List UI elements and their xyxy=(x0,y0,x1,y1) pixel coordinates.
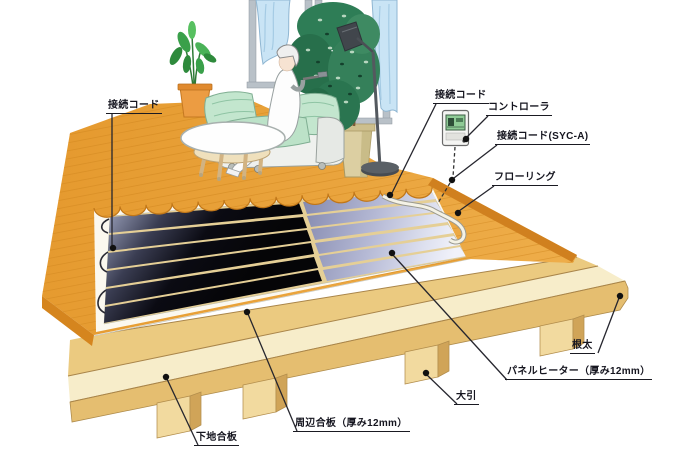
flooring-wavy-edge xyxy=(93,187,433,218)
syc-a-cord xyxy=(381,193,467,245)
label-controller: コントローラ xyxy=(486,102,552,116)
label-joist: 根太 xyxy=(570,340,595,354)
floor-lamp xyxy=(336,21,399,177)
room-scene xyxy=(169,0,399,181)
label-sleeper-beam: 大引 xyxy=(454,391,479,405)
flooring-surface xyxy=(42,100,577,335)
controller-dashed-line xyxy=(437,146,456,204)
sleeper-beams xyxy=(156,314,585,439)
base-plywood-layer xyxy=(68,266,625,402)
flooring-left-side-face xyxy=(42,296,94,346)
leader-dots xyxy=(109,135,624,381)
perimeter-plywood-layer xyxy=(68,257,598,376)
potted-plant xyxy=(169,21,217,118)
flooring-step-edge xyxy=(428,178,577,262)
heater-panels-left xyxy=(104,203,322,323)
label-flooring: フローリング xyxy=(492,172,558,186)
panel-connector-cords xyxy=(97,218,110,314)
coffee-table xyxy=(180,121,286,181)
substructure-layers xyxy=(67,256,629,423)
label-perimeter-plywood: 周辺合板（厚み12mm） xyxy=(293,418,410,432)
label-connection-cord-left: 接続コード xyxy=(106,100,162,114)
label-panel-heater: パネルヒーター（厚み12mm） xyxy=(505,366,653,380)
leader-lines xyxy=(111,103,620,446)
label-connection-cord-syc-a: 接続コード(SYC-A) xyxy=(495,131,591,145)
label-connection-cord-right: 接続コード xyxy=(433,90,489,104)
label-base-plywood: 下地合板 xyxy=(194,432,240,446)
